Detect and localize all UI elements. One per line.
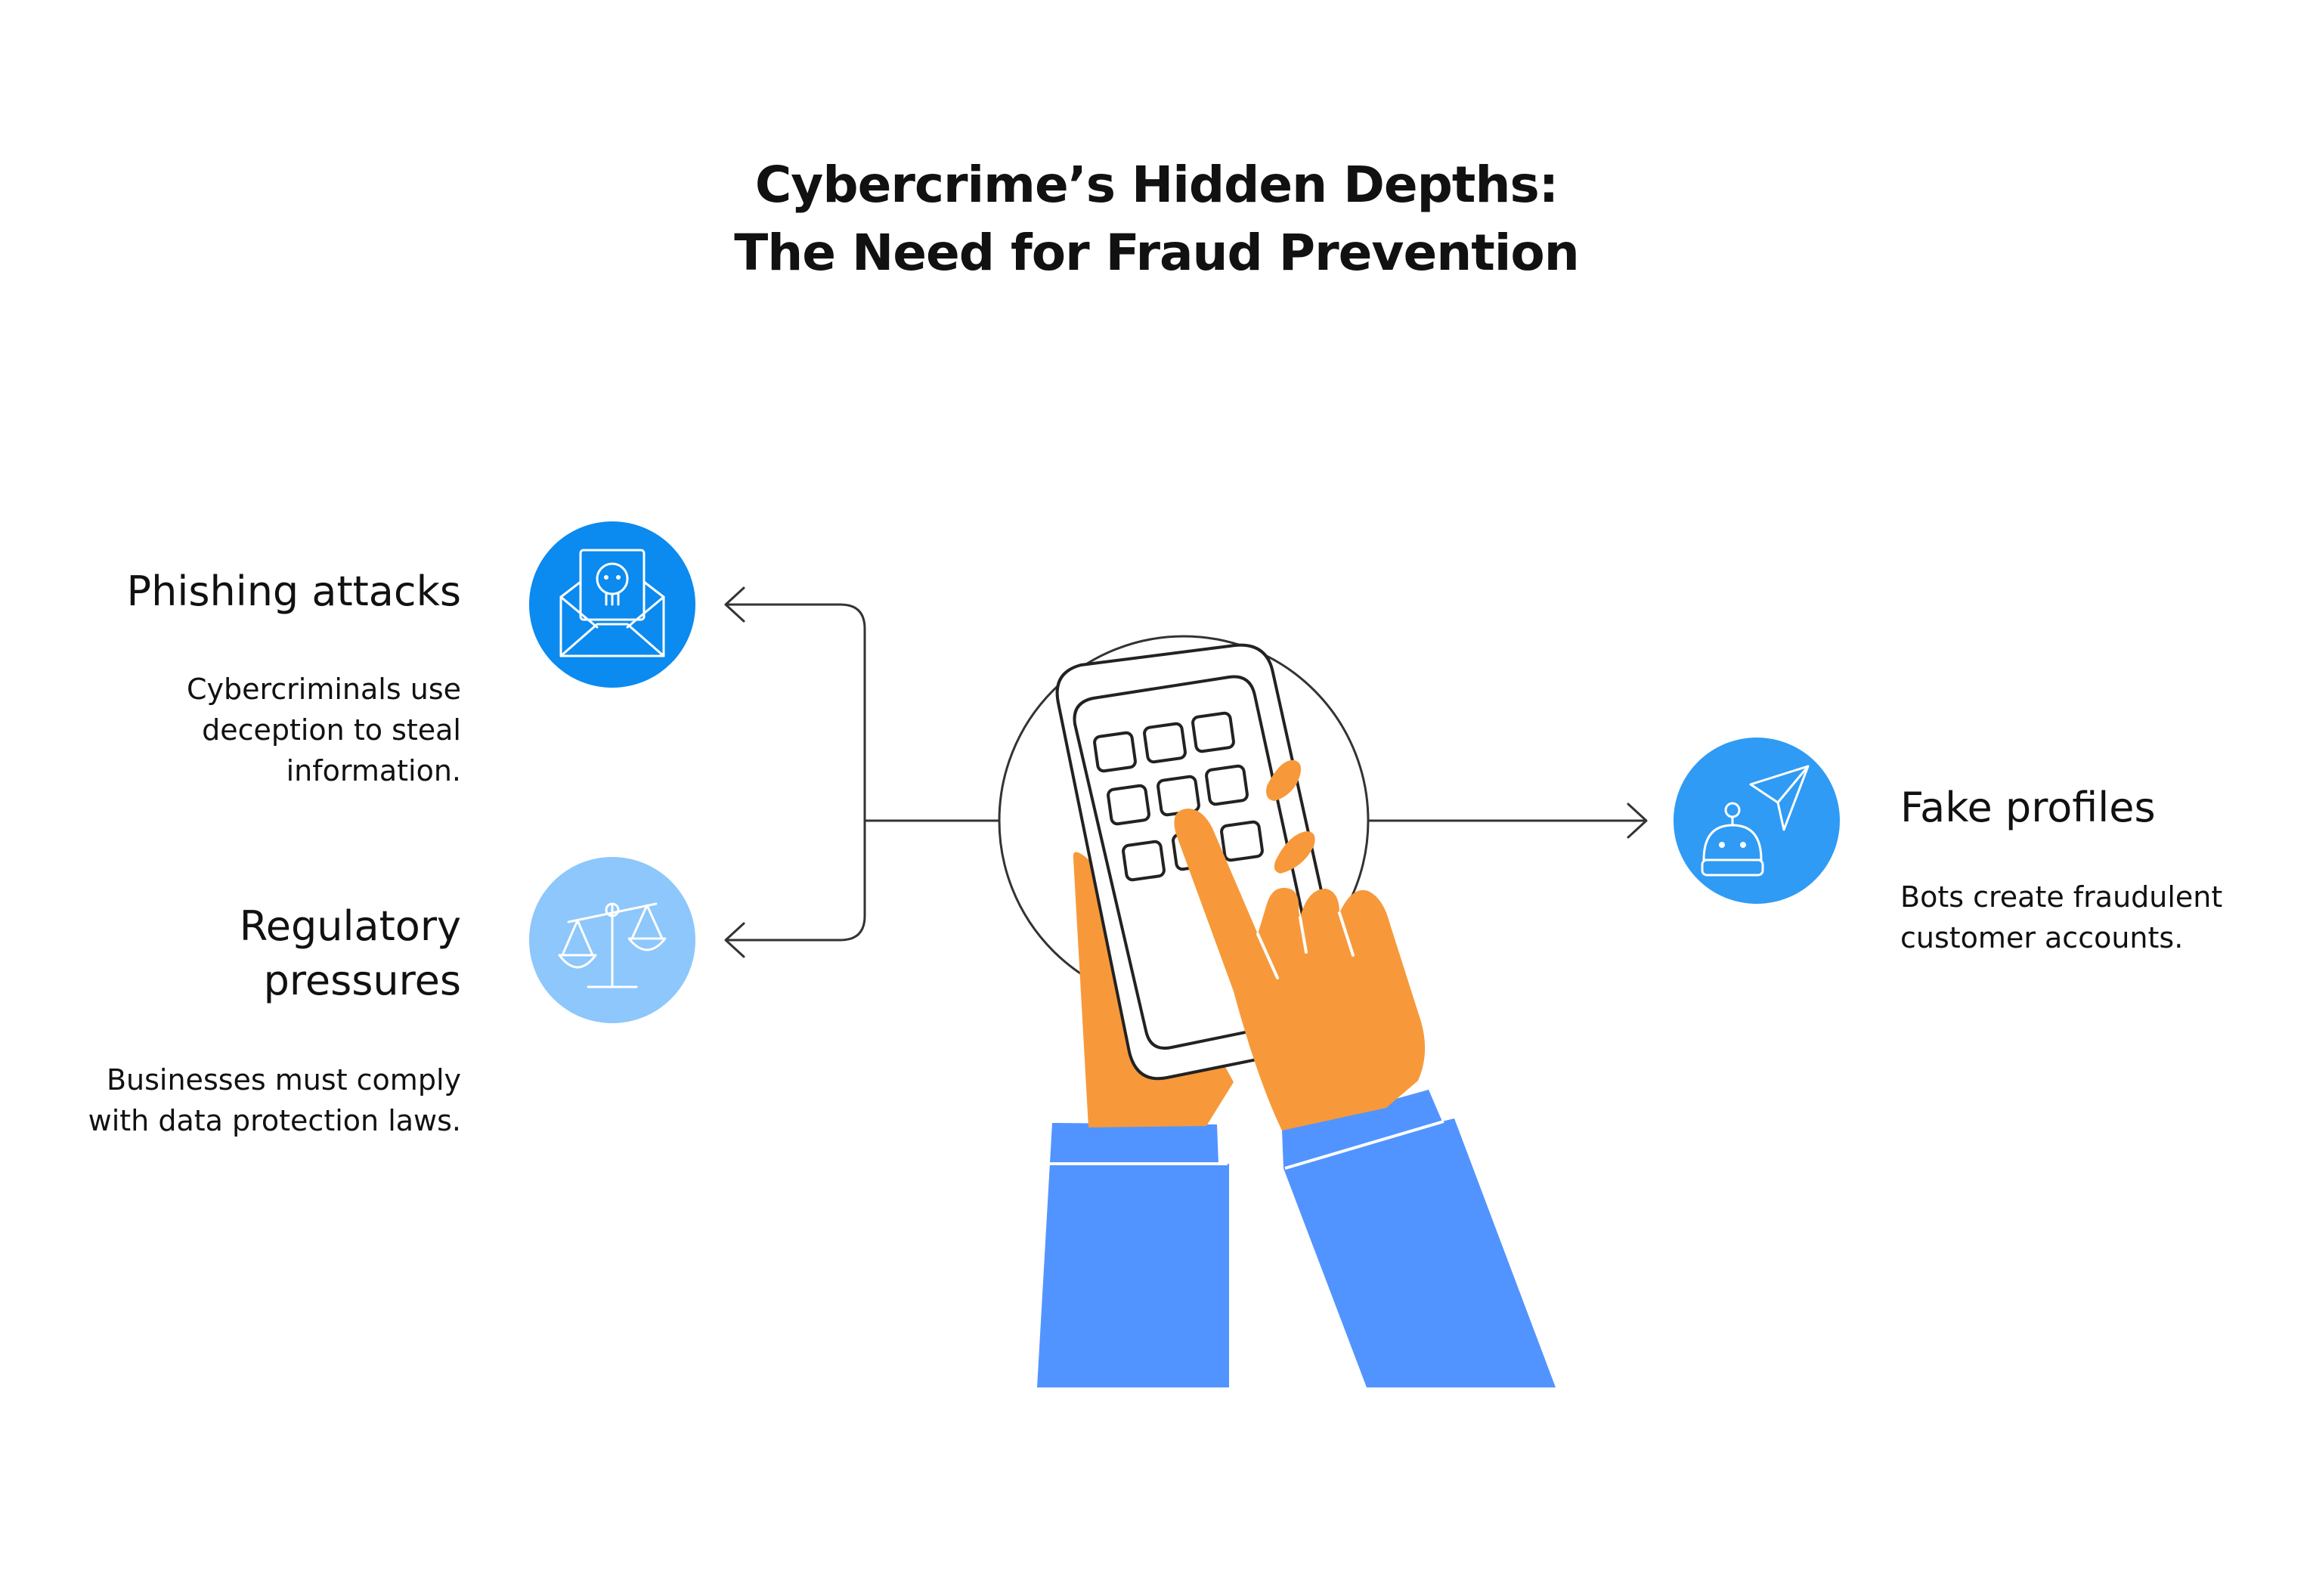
arrow-head-regulatory xyxy=(724,922,745,958)
regulatory-description: Businesses must comply with data protect… xyxy=(88,1063,461,1137)
fake-profiles-icon-badge xyxy=(1674,738,1840,904)
regulatory-heading: Regulatory pressures xyxy=(239,902,461,1004)
left-hand xyxy=(1073,852,1234,1127)
bot-cursor-icon xyxy=(1701,765,1810,877)
right-finger-lines xyxy=(1256,911,1355,979)
hands-phone-illustration xyxy=(998,635,1556,1387)
right-sleeve xyxy=(1282,1090,1556,1387)
fake-profiles-description: Bots create fraudulent customer accounts… xyxy=(1900,880,2223,954)
arrow-head-phishing xyxy=(724,586,745,623)
right-cuff-line xyxy=(1284,1120,1444,1170)
fake-profiles-heading: Fake profiles xyxy=(1900,784,2156,831)
phishing-icon-badge xyxy=(529,521,695,688)
left-sleeve xyxy=(1037,1123,1229,1387)
right-thumb-upper xyxy=(1266,759,1302,801)
connector-lines xyxy=(724,586,1648,958)
phishing-heading: Phishing attacks xyxy=(126,568,461,615)
connector-left-lower xyxy=(726,819,866,942)
right-hand xyxy=(1174,809,1426,1130)
scales-icon xyxy=(558,902,667,988)
connector-left-bracket xyxy=(726,603,1001,822)
page-title: Cybercrime’s Hidden Depths: The Need for… xyxy=(0,151,2313,287)
arrow-head-fake xyxy=(1627,803,1648,839)
right-thumb xyxy=(1274,831,1315,874)
title-line-2: The Need for Fraud Prevention xyxy=(734,224,1579,282)
title-line-1: Cybercrime’s Hidden Depths: xyxy=(754,156,1559,214)
phishing-description: Cybercriminals use deception to steal in… xyxy=(186,673,461,787)
regulatory-icon-badge xyxy=(529,857,695,1023)
phishing-envelope-icon xyxy=(559,549,665,657)
